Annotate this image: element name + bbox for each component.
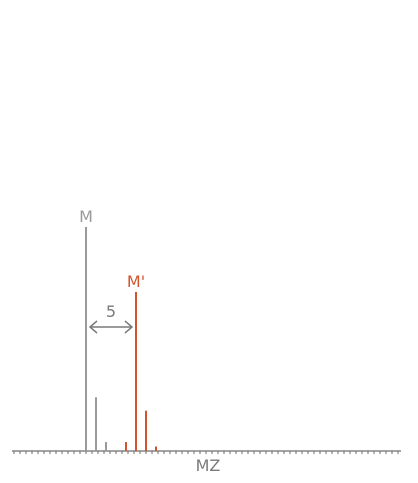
x-axis: [12, 450, 401, 454]
labels: M M' MZ: [79, 207, 220, 475]
label-m-prime: M': [127, 272, 145, 291]
peaks: [85, 227, 157, 451]
shift-label: 5: [106, 302, 116, 321]
mass-shift-annotation: 5: [88, 302, 134, 334]
shift-arrow-right-head: [124, 320, 134, 334]
shift-arrow-left-head: [88, 320, 98, 334]
label-m: M: [79, 207, 93, 226]
x-axis-label: MZ: [196, 456, 221, 475]
